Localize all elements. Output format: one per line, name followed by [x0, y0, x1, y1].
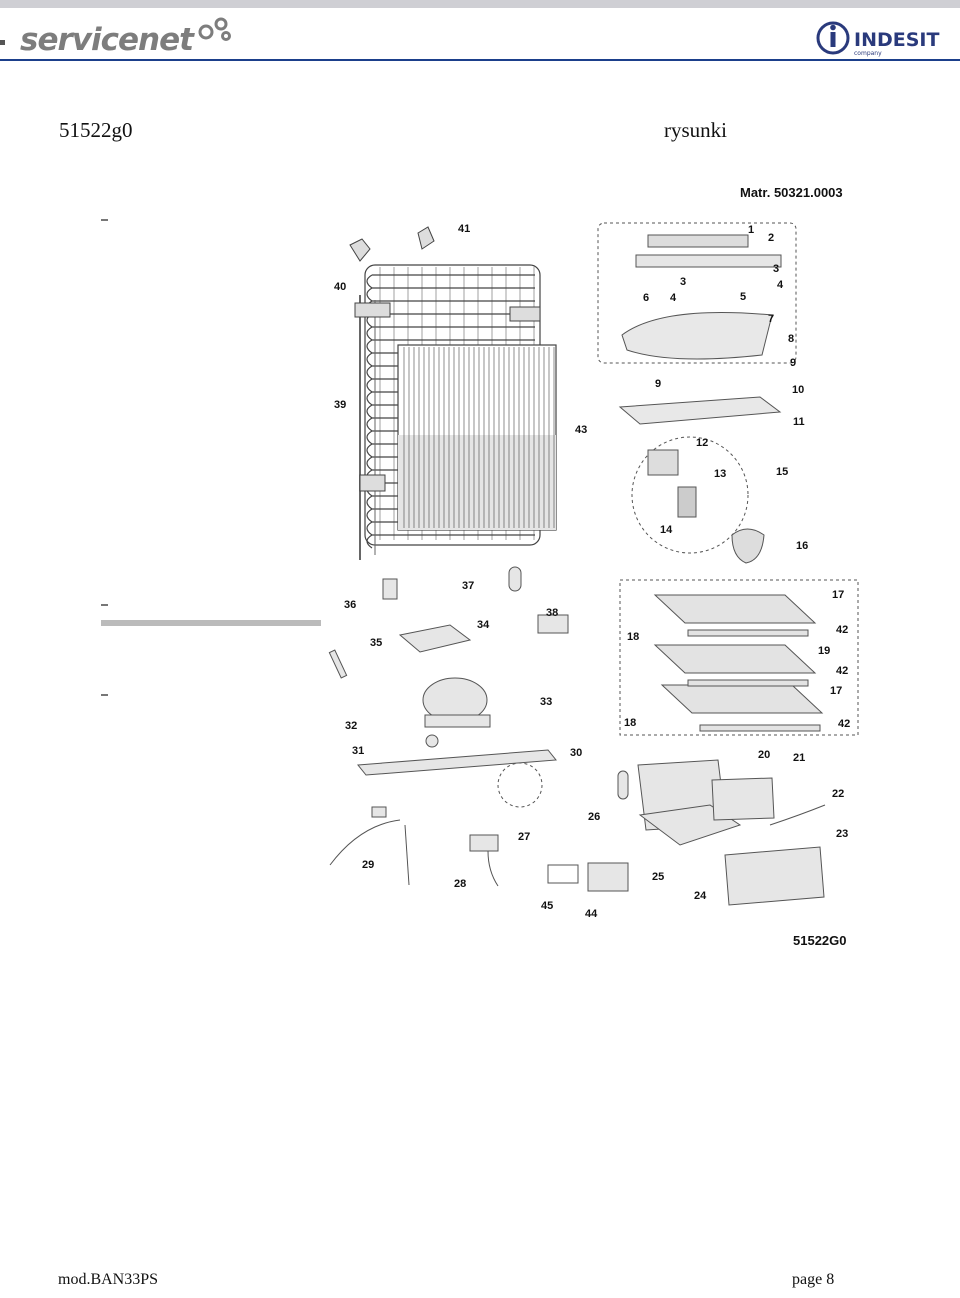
part-number-label: 8 — [788, 333, 794, 345]
footer-model: mod.BAN33PS — [58, 1271, 159, 1288]
part-number-label: 42 — [836, 624, 848, 636]
part-number-label: 28 — [454, 878, 466, 890]
part-number-label: 25 — [652, 871, 664, 883]
part-number-label: 29 — [362, 859, 374, 871]
part-number-label: 37 — [462, 580, 474, 592]
part-number-label: 9 — [655, 378, 661, 390]
part-number-label: 10 — [792, 384, 804, 396]
part-number-label: 22 — [832, 788, 844, 800]
footer-page: page 8 — [792, 1271, 835, 1288]
part-number-label: 43 — [575, 424, 587, 436]
part-number-label: 33 — [540, 696, 552, 708]
part-number-label: 12 — [696, 437, 708, 449]
part-number-label: 42 — [836, 665, 848, 677]
matr-label: Matr. 50321.0003 — [740, 185, 843, 200]
part-number-label: 15 — [776, 466, 788, 478]
part-number-label: 14 — [660, 524, 673, 536]
header-rule — [0, 59, 960, 61]
part-number-label: 1 — [748, 224, 754, 236]
part-number-label: 11 — [793, 416, 805, 428]
indesit-logo: INDESIT company — [816, 21, 939, 57]
indesit-logo-subtext: company — [854, 50, 882, 57]
part-number-label: 17 — [832, 589, 844, 601]
servicenet-logo: servicenet — [0, 17, 231, 58]
document-code: 51522g0 — [59, 118, 133, 142]
part-number-label: 3 — [773, 263, 779, 275]
margin-mark — [101, 694, 108, 696]
indesit-logo-text: INDESIT — [854, 29, 939, 51]
part-number-label: 39 — [334, 399, 346, 411]
part-number-label: 23 — [836, 828, 848, 840]
part-number-label: 45 — [541, 900, 553, 912]
part-number-label: 44 — [585, 908, 598, 920]
top-bar — [0, 0, 960, 8]
exploded-parts-diagram: Matr. 50321.0003 51522G0 — [328, 185, 859, 948]
part-number-label: 20 — [758, 749, 770, 761]
margin-mark — [101, 604, 108, 606]
part-number-label: 7 — [768, 313, 774, 325]
part-number-label: 4 — [670, 292, 677, 304]
part-number-label: 30 — [570, 747, 582, 759]
document-section: rysunki — [664, 118, 727, 142]
part-number-label: 38 — [546, 607, 558, 619]
part-number-label: 26 — [588, 811, 600, 823]
figure-code: 51522G0 — [793, 933, 847, 948]
margin-mark — [101, 620, 321, 626]
part-number-label: 31 — [352, 745, 364, 757]
evaporator-drawing — [397, 344, 557, 531]
part-number-label: 6 — [643, 292, 649, 304]
part-number-label: 13 — [714, 468, 726, 480]
part-number-label: 18 — [624, 717, 636, 729]
part-number-label: 17 — [830, 685, 842, 697]
part-number-label: 19 — [818, 645, 830, 657]
part-number-label: 27 — [518, 831, 530, 843]
part-number-label: 9 — [790, 357, 796, 369]
part-number-label: 36 — [344, 599, 356, 611]
servicenet-logo-text: servicenet — [20, 22, 195, 58]
part-number-label: 24 — [694, 890, 707, 902]
part-number-label: 32 — [345, 720, 357, 732]
part-number-label: 21 — [793, 752, 805, 764]
part-number-label: 41 — [458, 223, 470, 235]
part-number-label: 35 — [370, 637, 382, 649]
part-number-label: 2 — [768, 232, 774, 244]
gear-icon — [198, 17, 231, 41]
part-number-label: 4 — [777, 279, 784, 291]
part-number-label: 16 — [796, 540, 808, 552]
part-number-label: 40 — [334, 281, 346, 293]
part-number-label: 3 — [680, 276, 686, 288]
part-number-label: 18 — [627, 631, 639, 643]
part-number-label: 34 — [477, 619, 490, 631]
part-number-label: 5 — [740, 291, 746, 303]
margin-mark — [101, 219, 108, 221]
part-number-label: 42 — [838, 718, 850, 730]
